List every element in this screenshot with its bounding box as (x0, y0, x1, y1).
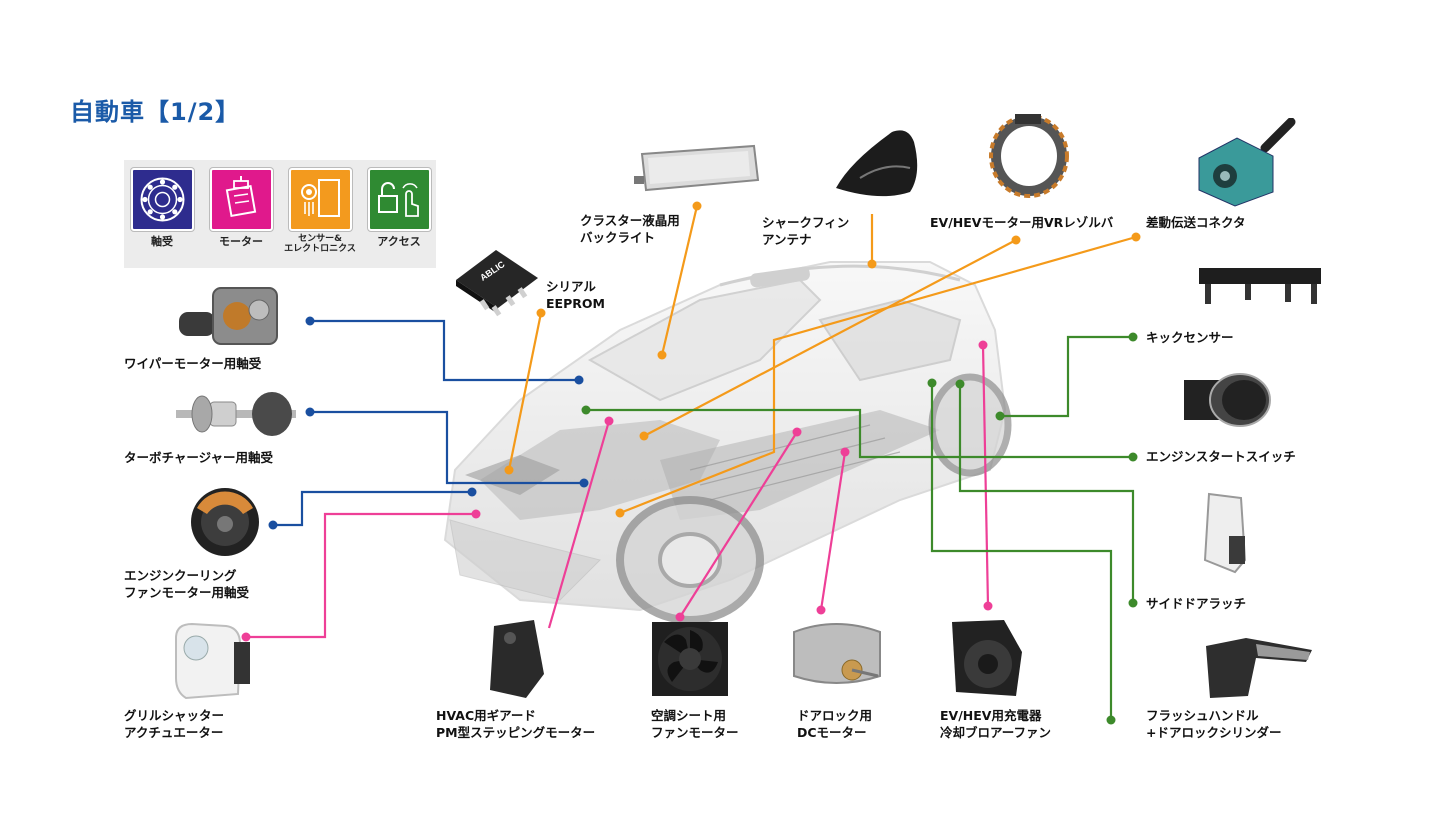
leader-line-side-latch (958, 384, 1135, 603)
flush-handle-image (1206, 638, 1312, 698)
differential-connector-image (1198, 118, 1296, 207)
leader-line-blower (981, 344, 990, 607)
access-unlock-icon (367, 168, 431, 231)
legend-label-sensor: センサー& エレクトロニクス (284, 234, 356, 254)
hvac-stepping-motor-image (490, 620, 544, 698)
label-cooling-fan-bearing: エンジンクーリング ファンモーター用軸受 (124, 568, 250, 600)
cluster-backlight-image (634, 144, 760, 192)
engine-start-switch-image (1184, 373, 1271, 427)
legend-item-motor: モーター (203, 168, 279, 248)
kick-sensor-image (1199, 268, 1321, 304)
dc-motor-image (793, 623, 881, 684)
label-wiper-motor-bearing: ワイパーモーター用軸受 (124, 356, 262, 371)
label-grille-shutter-actuator: グリルシャッター アクチュエーター (124, 708, 225, 740)
label-charger-blower-fan: EV/HEV用充電器 冷却ブロアーファン (940, 708, 1052, 740)
leader-line-cluster (660, 205, 699, 356)
side-door-latch-image (1203, 492, 1247, 574)
leader-line-connector (619, 235, 1137, 515)
label-kick-sensor: キックセンサー (1146, 330, 1234, 345)
leader-line-seat-fan (679, 431, 798, 618)
leader-line-resolver (643, 239, 1017, 437)
leader-line-turbo (310, 410, 584, 485)
label-turbocharger-bearing: ターボチャージャー用軸受 (124, 450, 274, 465)
shark-fin-antenna-image (836, 130, 918, 197)
label-serial-eeprom: シリアル EEPROM (546, 279, 605, 311)
legend-label-access: アクセス (377, 235, 421, 248)
seat-fan-motor-image (652, 622, 728, 696)
leader-line-eeprom (507, 312, 543, 471)
leader-line-kick (1000, 335, 1133, 418)
label-engine-start-switch: エンジンスタートスイッチ (1146, 449, 1296, 464)
label-cluster-backlight: クラスター液晶用 バックライト (580, 213, 680, 245)
label-differential-connector: 差動伝送コネクタ (1146, 215, 1246, 230)
legend-item-bearing: 軸受 (124, 168, 200, 248)
bearing-icon (130, 168, 194, 231)
label-hvac-stepping-motor: HVAC用ギアード PM型ステッピングモーター (436, 708, 596, 740)
legend-item-access: アクセス (361, 168, 437, 248)
label-seat-fan-motor: 空調シート用 ファンモーター (651, 708, 739, 740)
label-side-door-latch: サイドドアラッチ (1146, 596, 1247, 611)
leader-line-grille (246, 512, 476, 639)
leader-line-cooling-fan (273, 490, 472, 527)
leader-line-door-lock-dc (819, 451, 847, 611)
leader-line-wiper (310, 319, 579, 382)
turbocharger-image (176, 392, 296, 436)
blower-fan-image (952, 620, 1022, 696)
page-title: 自動車【1/2】 (70, 98, 241, 126)
cooling-fan-motor-image (191, 488, 259, 556)
motor-icon (209, 168, 273, 231)
leader-line-hvac (547, 420, 611, 629)
wiper-motor-image (179, 287, 278, 345)
leader-line-start-switch (586, 408, 1133, 459)
label-door-lock-dc-motor: ドアロック用 DCモーター (797, 708, 873, 740)
leader-line-flush-handle (930, 383, 1113, 720)
category-legend: 軸受 モーター センサー& エレクトロニクス (124, 160, 436, 268)
legend-label-bearing: 軸受 (151, 235, 173, 248)
label-vr-resolver: EV/HEVモーター用VRレゾルバ (930, 215, 1114, 230)
legend-item-sensor: センサー& エレクトロニクス (282, 168, 358, 254)
eeprom-chip-image: ABLIC (456, 250, 538, 317)
label-shark-fin-antenna: シャークフィン アンテナ (762, 215, 850, 247)
label-flush-handle: フラッシュハンドル +ドアロックシリンダー (1146, 708, 1282, 740)
grille-shutter-actuator-image (175, 622, 250, 700)
legend-label-motor: モーター (219, 235, 263, 248)
vr-resolver-image (989, 114, 1069, 198)
sensor-electronics-icon (288, 168, 352, 231)
